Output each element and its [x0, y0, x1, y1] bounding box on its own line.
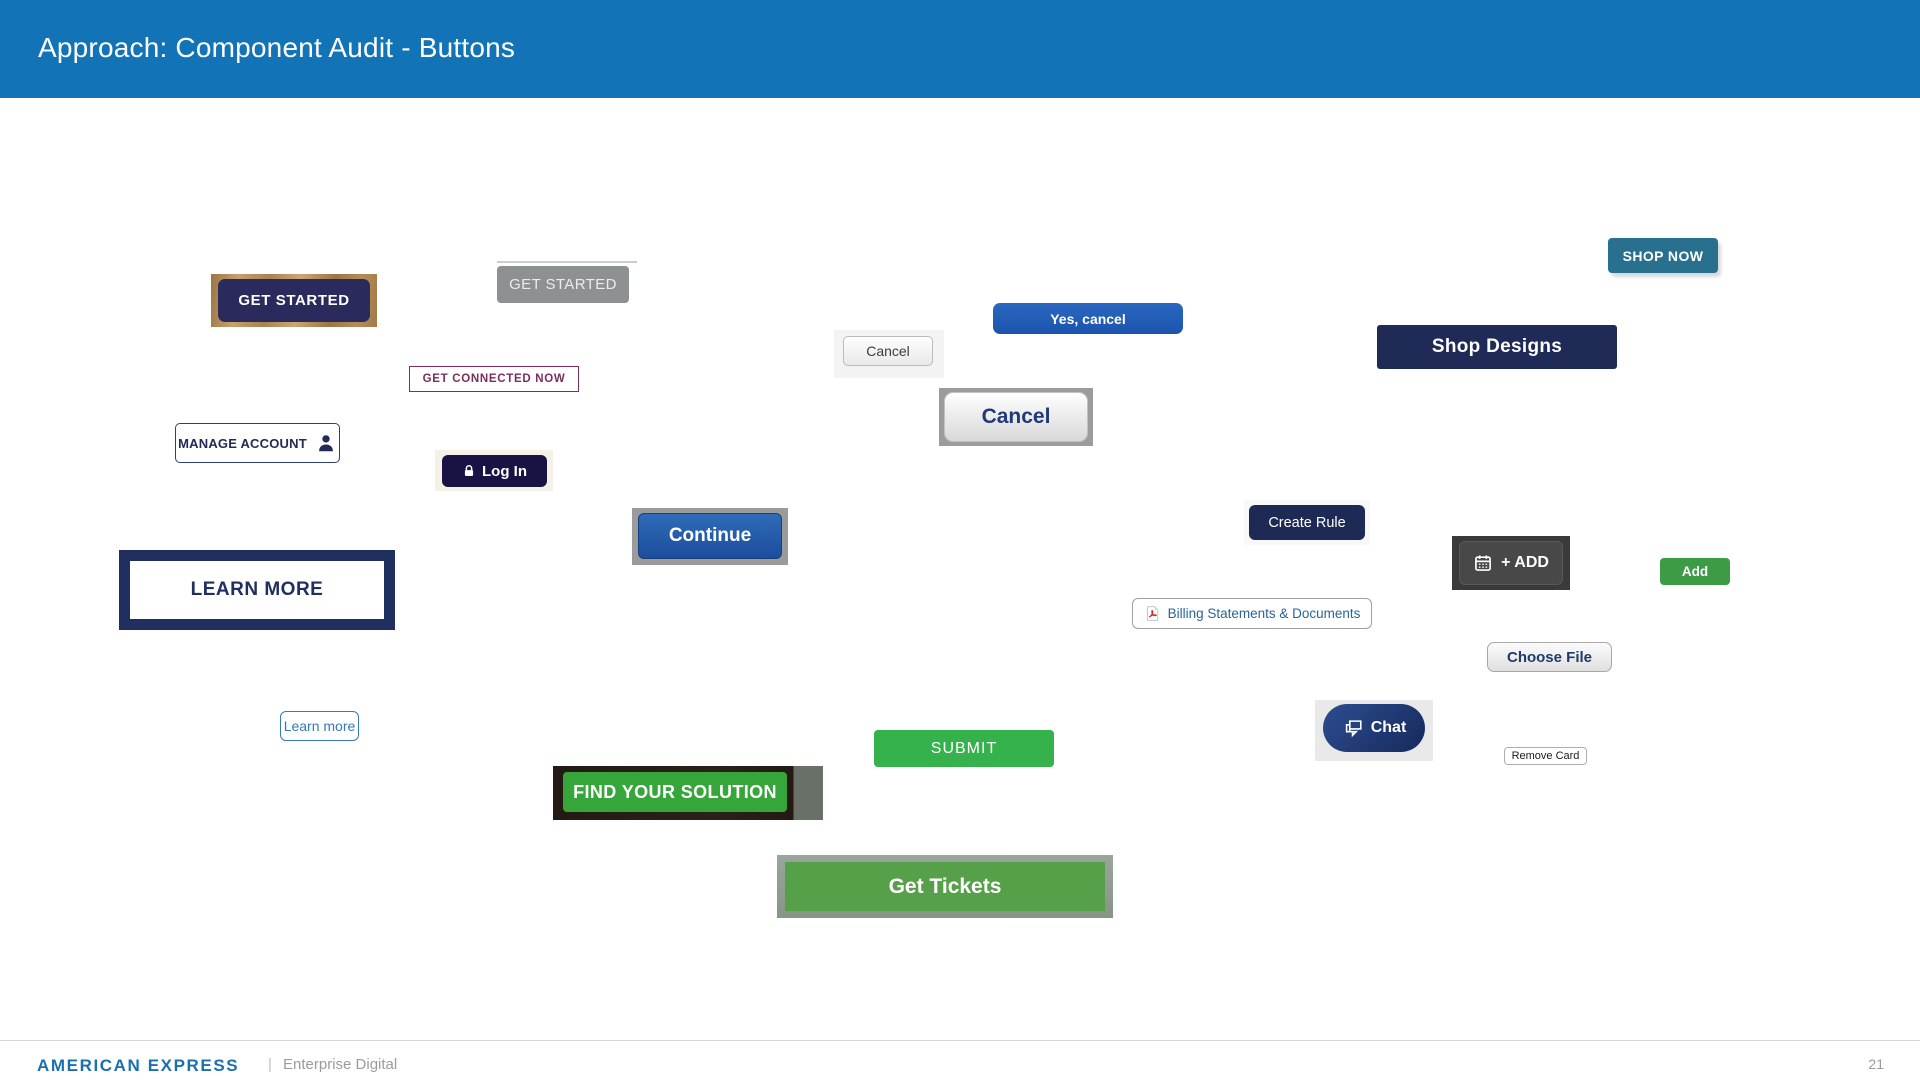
learn-more-small-button[interactable]: Learn more	[280, 711, 359, 741]
get-tickets-label: Get Tickets	[888, 874, 1002, 898]
page-title: Approach: Component Audit - Buttons	[38, 32, 516, 63]
get-started-wood-label: GET STARTED	[238, 292, 350, 309]
yes-cancel-label: Yes, cancel	[1050, 310, 1126, 327]
get-connected-now-label: GET CONNECTED NOW	[422, 373, 566, 385]
footer-separator: |	[268, 1056, 272, 1073]
learn-more-large-button[interactable]: LEARN MORE	[119, 550, 395, 630]
footer: AMERICAN EXPRESS | Enterprise Digital 21	[0, 1048, 1920, 1080]
find-your-solution-button[interactable]: FIND YOUR SOLUTION	[563, 772, 787, 812]
calendar-icon	[1473, 553, 1493, 573]
choose-file-label: Choose File	[1506, 648, 1592, 666]
find-your-solution-label: FIND YOUR SOLUTION	[573, 781, 777, 802]
chat-bubbles-icon	[1342, 717, 1364, 739]
remove-card-label: Remove Card	[1511, 750, 1580, 762]
chat-button[interactable]: Chat	[1323, 704, 1425, 752]
add-green-button[interactable]: Add	[1660, 558, 1730, 585]
submit-label: SUBMIT	[930, 739, 998, 757]
create-rule-button[interactable]: Create Rule	[1249, 505, 1365, 540]
american-express-logo: AMERICAN EXPRESS	[37, 1056, 240, 1075]
get-started-gray-button[interactable]: GET STARTED	[497, 266, 629, 303]
person-icon	[315, 432, 337, 454]
cancel-large-label: Cancel	[981, 405, 1051, 428]
learn-more-small-label: Learn more	[283, 718, 356, 734]
manage-account-label: MANAGE ACCOUNT	[178, 435, 307, 451]
log-in-button[interactable]: Log In	[442, 455, 547, 487]
create-rule-label: Create Rule	[1268, 514, 1346, 531]
learn-more-large-label: LEARN MORE	[130, 561, 384, 619]
continue-button[interactable]: Continue	[638, 513, 782, 559]
card-edge-divider	[497, 261, 637, 263]
pdf-icon	[1144, 605, 1161, 622]
submit-button[interactable]: SUBMIT	[874, 730, 1054, 767]
shop-designs-label: Shop Designs	[1431, 336, 1563, 357]
manage-account-button[interactable]: MANAGE ACCOUNT	[175, 423, 340, 463]
add-calendar-label: + ADD	[1501, 554, 1549, 571]
chat-label: Chat	[1370, 719, 1407, 736]
choose-file-button[interactable]: Choose File	[1487, 642, 1612, 672]
log-in-label: Log In	[482, 462, 527, 480]
cancel-small-label: Cancel	[866, 343, 910, 359]
get-started-gray-label: GET STARTED	[509, 276, 617, 293]
page-number: 21	[1868, 1056, 1884, 1072]
billing-statements-label: Billing Statements & Documents	[1167, 606, 1361, 621]
footer-department: Enterprise Digital	[283, 1056, 398, 1073]
get-connected-now-button[interactable]: GET CONNECTED NOW	[409, 366, 579, 392]
add-green-label: Add	[1681, 564, 1709, 579]
footer-divider-line	[0, 1040, 1920, 1041]
billing-statements-button[interactable]: Billing Statements & Documents	[1132, 598, 1372, 629]
get-tickets-button[interactable]: Get Tickets	[785, 862, 1105, 911]
continue-label: Continue	[668, 525, 752, 546]
shop-designs-button[interactable]: Shop Designs	[1377, 325, 1617, 369]
get-started-wood-button[interactable]: GET STARTED	[218, 279, 370, 322]
cancel-large-button[interactable]: Cancel	[944, 392, 1088, 442]
shop-now-button[interactable]: SHOP NOW	[1608, 238, 1718, 273]
yes-cancel-button[interactable]: Yes, cancel	[993, 303, 1183, 334]
lock-icon	[462, 464, 476, 478]
cancel-small-button[interactable]: Cancel	[843, 336, 933, 366]
shop-now-label: SHOP NOW	[1622, 247, 1704, 264]
slide-header-bar: Approach: Component Audit - Buttons	[0, 0, 1920, 98]
add-calendar-button[interactable]: + ADD	[1459, 541, 1563, 585]
remove-card-button[interactable]: Remove Card	[1504, 747, 1587, 765]
